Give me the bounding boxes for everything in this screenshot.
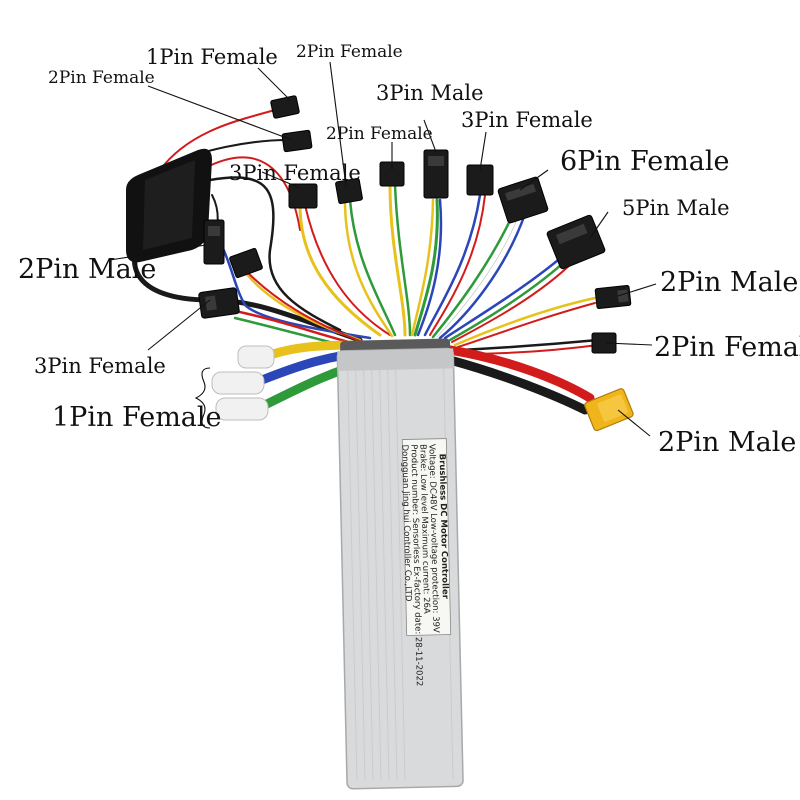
sticker-title: Brushless DC Motor Controller	[437, 454, 450, 600]
leader-lines	[109, 61, 657, 437]
controller-sticker: Brushless DC Motor Controller Voltage: D…	[399, 438, 452, 686]
connectors	[198, 95, 634, 432]
connector-6pin-female	[497, 176, 549, 224]
label-3pin-male-top: 3Pin Male	[376, 81, 484, 105]
connector-2pin-female-top-left	[281, 129, 313, 153]
sticker-line-4: Dongguan Jing hui Controller Co.,LTD	[399, 444, 413, 602]
label-2pin-male-left: 2Pin Male	[18, 254, 156, 285]
connector-1pin-female-top	[270, 95, 300, 119]
connector-3pin-female-left	[198, 287, 240, 319]
label-6pin-female: 6Pin Female	[560, 146, 730, 177]
label-2pin-female-mid: 2Pin Female	[326, 124, 433, 144]
bullet-connectors	[211, 345, 275, 421]
label-3pin-female-top-right: 3Pin Female	[461, 108, 593, 132]
label-2pin-female-top-center: 2Pin Female	[296, 42, 403, 62]
connector-3pin-female-top	[288, 183, 318, 209]
label-3pin-female-mid-left: 3Pin Female	[229, 161, 361, 185]
label-2pin-male-bottom-right: 2Pin Male	[658, 427, 796, 458]
label-3pin-female-left: 3Pin Female	[34, 354, 166, 378]
label-2pin-male-right: 2Pin Male	[660, 267, 798, 298]
brace-bracket	[194, 367, 211, 429]
connector-3pin-female-top-right	[466, 164, 494, 196]
label-2pin-female-right: 2Pin Female	[654, 332, 800, 363]
controller-housing: Brushless DC Motor Controller Voltage: D…	[336, 338, 464, 790]
black-module-box	[126, 148, 212, 263]
sticker-line-2: Brake: Low level Maximum current: 26A	[417, 444, 431, 614]
sticker-line-1: Voltage: DC48V Low-voltage protection: 3…	[426, 444, 440, 633]
label-1pin-female-top: 1Pin Female	[146, 45, 278, 69]
connector-5pin-male	[546, 214, 606, 270]
label-1pin-female-left: 1Pin Female	[52, 402, 222, 433]
connector-3pin-female-mid-left	[229, 247, 263, 279]
connector-2pin-female-top-center	[335, 177, 363, 205]
label-5pin-male: 5Pin Male	[622, 196, 730, 220]
xt60-connector	[584, 388, 634, 432]
labels: 1Pin Female 2Pin Female 2Pin Female 3Pin…	[18, 42, 800, 458]
label-2pin-female-top-left: 2Pin Female	[48, 68, 155, 88]
